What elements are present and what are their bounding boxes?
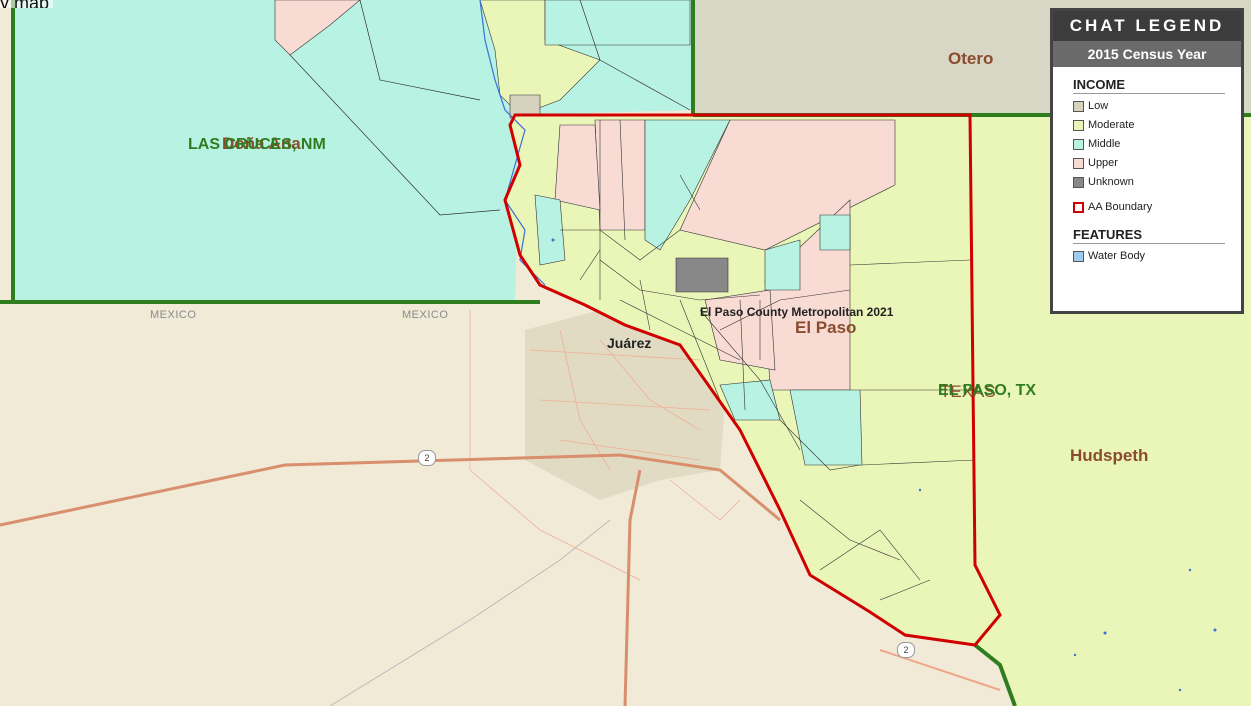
- label-hudspeth: Hudspeth: [1070, 446, 1149, 465]
- legend-swatch: [1073, 119, 1084, 131]
- legend-item-label: AA Boundary: [1088, 201, 1153, 213]
- label-mexico-left: MEXICO: [150, 309, 197, 321]
- legend-item-label: Unknown: [1088, 176, 1134, 188]
- label-metro: El Paso County Metropolitan 2021: [700, 305, 894, 319]
- label-mexico-right: MEXICO: [402, 309, 449, 321]
- middle-tracts-el-paso: [534, 119, 863, 466]
- legend-subtitle: 2015 Census Year: [1053, 41, 1241, 67]
- legend-swatch: [1073, 250, 1084, 262]
- label-el-paso-msa: EL PASO, TX: [938, 382, 1037, 399]
- aa-boundary-swatch: [1073, 201, 1084, 213]
- legend-item-low: Low: [1073, 98, 1241, 114]
- el-paso-aa-area: [505, 115, 1000, 645]
- aa-boundary: [503, 113, 1002, 647]
- legend-income-heading: INCOME: [1073, 77, 1225, 94]
- route-2-shield-east: 2: [897, 642, 915, 658]
- highway-2: [0, 453, 781, 527]
- legend-swatch: [1073, 176, 1084, 188]
- legend-item-label: Middle: [1088, 138, 1121, 150]
- nm-tract-lines: [289, 0, 691, 216]
- legend-swatch: [1073, 100, 1084, 112]
- highway-south: [623, 469, 642, 706]
- legend-item-unknown: Unknown: [1073, 174, 1241, 190]
- legend-swatch: [1073, 138, 1084, 150]
- label-texas: TEXAS: [940, 382, 996, 401]
- unknown-tract: [675, 257, 729, 293]
- railway: [329, 519, 611, 706]
- legend-item-middle: Middle: [1073, 136, 1241, 152]
- legend-item-label: Upper: [1088, 157, 1118, 169]
- legend-item-water-body: Water Body: [1073, 248, 1241, 264]
- upper-tract-nm: [274, 0, 361, 56]
- water-bodies: [551, 238, 1217, 692]
- label-las-cruces: LAS CRUCES, NM: [188, 136, 326, 153]
- label-juarez: Juárez: [607, 335, 652, 351]
- legend-features-list: Water Body: [1053, 248, 1241, 264]
- header-text: y map: [0, 0, 54, 8]
- legend-features-heading: FEATURES: [1073, 227, 1225, 244]
- label-el-paso-county: El Paso: [795, 318, 857, 337]
- label-otero: Otero: [948, 49, 994, 68]
- legend-item-upper: Upper: [1073, 155, 1241, 171]
- legend-title: CHAT LEGEND: [1053, 11, 1241, 41]
- middle-tract-nm: [544, 0, 691, 46]
- legend-item-moderate: Moderate: [1073, 117, 1241, 133]
- legend-item-aa-boundary: AA Boundary: [1073, 199, 1241, 215]
- rio-grande-river: [479, 0, 546, 286]
- label-dona-ana: Doña Ana: [222, 134, 301, 153]
- route-2-shield-west: 2: [418, 450, 436, 466]
- mexico-roads: [469, 310, 741, 581]
- legend-item-label: Low: [1088, 100, 1109, 112]
- urban-tract-lines: [560, 119, 976, 601]
- legend-item-label: Moderate: [1088, 119, 1135, 131]
- legend-item-label: Water Body: [1088, 250, 1146, 262]
- legend-swatch: [1073, 157, 1084, 169]
